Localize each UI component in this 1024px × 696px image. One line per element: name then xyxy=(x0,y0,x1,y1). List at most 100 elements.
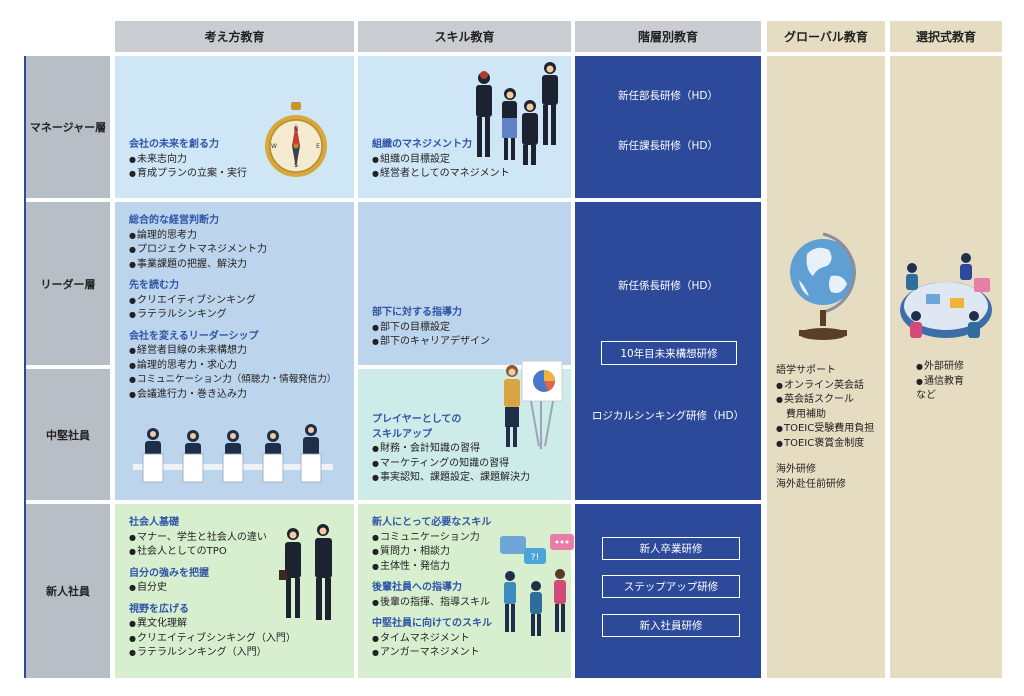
globe-icon xyxy=(790,232,856,340)
skill-middle-cell: プレイヤーとしての スキルアップ 財務・会計知識の習得 マーケティングの知識の習… xyxy=(358,360,571,500)
businesspeople-illustration xyxy=(279,524,332,620)
section-title: 会社を変えるリーダーシップ xyxy=(129,330,259,342)
list-item: マナー、学生と社会人の違い xyxy=(129,531,296,546)
skill-newcomer-cell: 新人にとって必要なスキル コミュニケーション力 質問力・相談力 主体性・発信力 … xyxy=(358,504,574,678)
row-header-middle: 中堅社員 xyxy=(26,369,110,500)
row-header-leader: リーダー層 xyxy=(26,202,110,365)
list-item: ラテラルシンキング xyxy=(129,308,336,323)
list-item: 部下の目標設定 xyxy=(372,321,490,336)
row-axis-line xyxy=(24,56,26,678)
section-title: 先を読む力 xyxy=(129,280,179,291)
list-item: クリエイティブシンキング xyxy=(129,294,336,309)
column-header-elective: 選択式教育 xyxy=(890,21,1002,52)
section-title: 部下に対する指導力 xyxy=(372,307,462,318)
section-title: スキルアップ xyxy=(372,428,432,440)
list-item: 会議進行力・巻き込み力 xyxy=(129,388,336,403)
list-item: 未来志向力 xyxy=(129,153,247,168)
list-item: 外部研修 xyxy=(916,360,964,375)
column-header-global: グローバル教育 xyxy=(767,21,885,52)
svg-text:N: N xyxy=(294,126,299,133)
program-box: 新人卒業研修 xyxy=(602,537,740,560)
list-item: 経営者としてのマネジメント xyxy=(372,167,510,182)
program-label: 10年目未来構想研修 xyxy=(620,347,718,360)
tiered-leader-middle-cell: 新任係長研修（HD） 10年目未来構想研修 ロジカルシンキング研修（HD） xyxy=(575,202,761,500)
program-label: 新入社員研修 xyxy=(639,620,703,632)
list-item: クリエイティブシンキング（入門） xyxy=(129,632,296,647)
program-label: 新任係長研修（HD） xyxy=(618,280,718,292)
meeting-illustration xyxy=(133,424,333,483)
tiered-newcomer-cell: 新人卒業研修 ステップアップ研修 新入社員研修 xyxy=(575,504,761,678)
list-item: コミュニケーション力（傾聴力・情報発信力） xyxy=(129,373,336,388)
list-item: 主体性・発信力 xyxy=(372,560,492,575)
program-box: 新入社員研修 xyxy=(602,614,740,637)
tiered-manager-cell: 新任部長研修（HD） 新任課長研修（HD） xyxy=(575,56,761,198)
list-item: 事業課題の把握、解決力 xyxy=(129,258,336,273)
skill-manager-cell: 組織のマネジメント力 組織の目標設定 経営者としてのマネジメント xyxy=(358,56,571,198)
svg-text:W: W xyxy=(271,143,277,150)
column-header-label: グローバル教育 xyxy=(784,30,868,44)
list-item: 質問力・相談力 xyxy=(372,545,492,560)
program-box: ステップアップ研修 xyxy=(602,575,740,598)
list-item: 英会話スクール xyxy=(776,393,874,408)
list-item: TOEIC受験費用負担 xyxy=(776,422,874,437)
section-title: 組織のマネジメント力 xyxy=(372,139,472,150)
section-title: 社会人基礎 xyxy=(129,517,179,528)
list-item: 異文化理解 xyxy=(129,617,296,632)
column-header-label: スキル教育 xyxy=(434,30,495,44)
list-item: 事実認知、課題設定、課題解決力 xyxy=(372,471,530,486)
program-label: ロジカルシンキング研修（HD） xyxy=(591,410,745,422)
row-header-newcomer: 新人社員 xyxy=(26,504,110,678)
elective-cell: 外部研修 通信教育 など xyxy=(890,56,1002,678)
row-header-label: マネージャー層 xyxy=(29,121,107,134)
program-label: 新人卒業研修 xyxy=(639,543,703,555)
section-title: 総合的な経営判断力 xyxy=(129,215,219,226)
list-item: 育成プランの立案・実行 xyxy=(129,167,247,182)
list-item-continuation: 費用補助 xyxy=(786,408,826,420)
list-item: アンガーマネジメント xyxy=(372,646,492,661)
global-heading: 海外研修 xyxy=(776,464,816,475)
team-illustration xyxy=(476,62,558,165)
global-heading: 語学サポート xyxy=(776,365,836,376)
list-item: 自分史 xyxy=(129,581,296,596)
section-title: 自分の強みを把握 xyxy=(129,567,209,579)
row-header-label: 新人社員 xyxy=(46,585,90,598)
presenter-illustration xyxy=(504,360,563,449)
column-header-tiered: 階層別教育 xyxy=(575,21,761,52)
row-header-label: リーダー層 xyxy=(40,277,96,291)
section-title: 後輩社員への指導力 xyxy=(372,582,462,593)
list-item: ラテラルシンキング（入門） xyxy=(129,646,296,661)
list-item: コミュニケーション力 xyxy=(372,531,492,546)
list-item: タイムマネジメント xyxy=(372,632,492,647)
svg-text:E: E xyxy=(316,143,320,150)
row-header-label: 中堅社員 xyxy=(46,428,90,442)
list-item: プロジェクトマネジメント力 xyxy=(129,243,336,258)
list-item: TOEIC褒賞金制度 xyxy=(776,437,874,452)
list-item: 社会人としてのTPO xyxy=(129,545,296,560)
program-label: ステップアップ研修 xyxy=(623,581,719,593)
list-item: 通信教育 xyxy=(916,375,964,390)
program-box: 10年目未来構想研修 xyxy=(601,341,737,365)
section-title: 視野を広げる xyxy=(129,603,189,615)
list-item: 部下のキャリアデザイン xyxy=(372,335,490,350)
section-title: プレイヤーとしての xyxy=(372,414,462,425)
section-title: 会社の未来を創る力 xyxy=(129,139,219,150)
column-header-label: 考え方教育 xyxy=(204,30,265,44)
global-cell: 語学サポート オンライン英会話 英会話スクール 費用補助 TOEIC受験費用負担… xyxy=(767,56,885,678)
discussion-illustration: ?! xyxy=(500,534,574,636)
thinking-leader-middle-cell: 総合的な経営判断力 論理的思考力 プロジェクトマネジメント力 事業課題の把握、解… xyxy=(115,202,354,500)
bubble-text: ?! xyxy=(531,553,539,563)
column-header-thinking: 考え方教育 xyxy=(115,21,354,52)
program-label: 新任部長研修（HD） xyxy=(618,90,718,102)
column-header-skill: スキル教育 xyxy=(358,21,571,52)
list-item: 経営者目線の未来構想力 xyxy=(129,344,336,359)
list-item: マーケティングの知識の習得 xyxy=(372,457,530,472)
office-illustration xyxy=(900,253,992,338)
row-header-manager: マネージャー層 xyxy=(26,56,110,198)
list-item: 財務・会計知識の習得 xyxy=(372,442,530,457)
skill-leader-cell: 部下に対する指導力 部下の目標設定 部下のキャリアデザイン xyxy=(358,202,571,365)
list-item: オンライン英会話 xyxy=(776,379,874,394)
global-item: 海外赴任前研修 xyxy=(776,478,846,490)
list-item: 組織の目標設定 xyxy=(372,153,510,168)
list-item: 後輩の指揮、指導スキル xyxy=(372,596,492,611)
column-header-label: 選択式教育 xyxy=(915,30,976,44)
